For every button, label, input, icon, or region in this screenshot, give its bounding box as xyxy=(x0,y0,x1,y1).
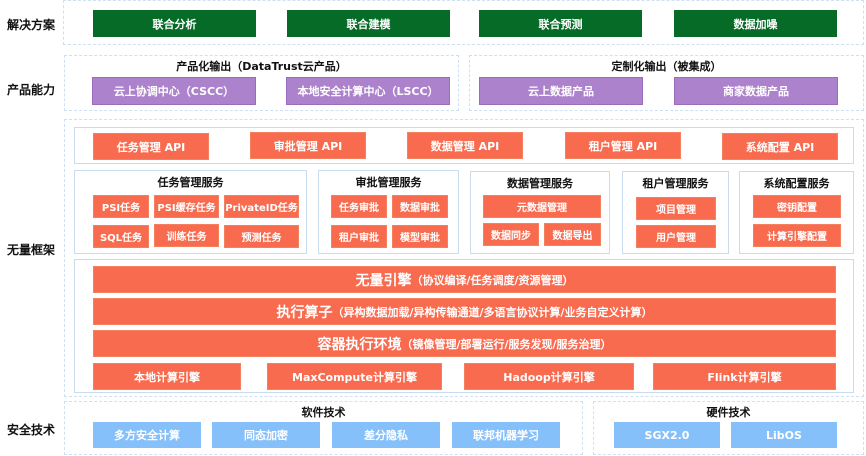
product-custom-title: 定制化输出（被集成） xyxy=(611,60,722,73)
data-export[interactable]: 数据导出 xyxy=(544,223,601,246)
product-merchant-data[interactable]: 商家数据产品 xyxy=(674,77,838,105)
layer-container-runtime-main: 容器执行环境 xyxy=(317,336,402,353)
software-mpc[interactable]: 多方安全计算 xyxy=(93,422,201,448)
approval-data[interactable]: 数据审批 xyxy=(392,195,448,218)
engine-maxcompute[interactable]: MaxCompute计算引擎 xyxy=(267,363,442,390)
approval-task[interactable]: 任务审批 xyxy=(331,195,387,218)
api-data[interactable]: 数据管理 API xyxy=(407,132,523,159)
row-label-framework: 无量框架 xyxy=(6,243,55,257)
task-service-title: 任务管理服务 xyxy=(157,176,224,189)
product-cloud-data[interactable]: 云上数据产品 xyxy=(479,77,643,105)
task-private-id[interactable]: PrivateID任务 xyxy=(224,195,299,218)
engine-hadoop[interactable]: Hadoop计算引擎 xyxy=(464,363,634,390)
api-config[interactable]: 系统配置 API xyxy=(722,133,838,160)
hardware-title: 硬件技术 xyxy=(706,406,751,419)
api-task[interactable]: 任务管理 API xyxy=(93,133,209,160)
row-label-product: 产品能力 xyxy=(6,83,55,97)
software-differential-privacy[interactable]: 差分隐私 xyxy=(332,422,440,448)
tenant-service-title: 租户管理服务 xyxy=(642,177,709,190)
software-homomorphic[interactable]: 同态加密 xyxy=(212,422,320,448)
product-lscc[interactable]: 本地安全计算中心（LSCC） xyxy=(286,77,450,105)
data-metadata[interactable]: 元数据管理 xyxy=(483,195,601,218)
approval-service-title: 审批管理服务 xyxy=(355,176,422,189)
layer-operators-sub: （异构数据加载/异构传输通道/多语言协议计算/业务自定义计算） xyxy=(332,305,653,319)
task-training[interactable]: 训练任务 xyxy=(154,224,219,247)
task-prediction[interactable]: 预测任务 xyxy=(224,225,299,248)
task-sql[interactable]: SQL任务 xyxy=(93,225,149,248)
approval-tenant[interactable]: 租户审批 xyxy=(331,225,387,248)
solution-federated-prediction[interactable]: 联合预测 xyxy=(479,10,642,37)
task-psi[interactable]: PSI任务 xyxy=(93,195,149,218)
row-label-solutions: 解决方案 xyxy=(6,18,55,32)
layer-wuliang-engine[interactable]: 无量引擎（协议编译/任务调度/资源管理） xyxy=(93,266,836,293)
product-cscc[interactable]: 云上协调中心（CSCC） xyxy=(92,77,256,105)
layer-wuliang-engine-main: 无量引擎 xyxy=(355,272,412,289)
api-tenant[interactable]: 租户管理 API xyxy=(565,132,681,159)
layer-operators[interactable]: 执行算子（异构数据加载/异构传输通道/多语言协议计算/业务自定义计算） xyxy=(93,298,836,325)
solution-data-noise[interactable]: 数据加噪 xyxy=(674,10,837,37)
hardware-sgx[interactable]: SGX2.0 xyxy=(614,422,720,448)
product-standard-title: 产品化输出（DataTrust云产品） xyxy=(176,60,347,73)
data-sync[interactable]: 数据同步 xyxy=(483,223,539,246)
row-label-security: 安全技术 xyxy=(6,423,55,437)
data-service-title: 数据管理服务 xyxy=(507,177,573,190)
api-approval[interactable]: 审批管理 API xyxy=(250,132,366,159)
engine-flink[interactable]: Flink计算引擎 xyxy=(653,363,836,390)
solution-federated-analysis[interactable]: 联合分析 xyxy=(93,10,256,37)
layer-container-runtime-sub: （镜像管理/部署运行/服务发现/服务治理） xyxy=(401,337,612,351)
config-key[interactable]: 密钥配置 xyxy=(753,195,841,218)
tenant-user[interactable]: 用户管理 xyxy=(636,225,716,248)
software-title: 软件技术 xyxy=(301,406,346,419)
hardware-libos[interactable]: LibOS xyxy=(731,422,837,448)
task-psi-cache[interactable]: PSI缓存任务 xyxy=(154,195,219,218)
engine-local[interactable]: 本地计算引擎 xyxy=(93,363,241,390)
layer-container-runtime[interactable]: 容器执行环境（镜像管理/部署运行/服务发现/服务治理） xyxy=(93,330,836,357)
layer-wuliang-engine-sub: （协议编译/任务调度/资源管理） xyxy=(411,273,574,287)
config-engine[interactable]: 计算引擎配置 xyxy=(753,224,841,247)
solution-federated-modeling[interactable]: 联合建模 xyxy=(287,10,450,37)
software-federated-learning[interactable]: 联邦机器学习 xyxy=(452,422,560,448)
layer-operators-main: 执行算子 xyxy=(276,304,333,321)
approval-model[interactable]: 模型审批 xyxy=(392,225,448,248)
config-service-title: 系统配置服务 xyxy=(763,177,830,190)
tenant-project[interactable]: 项目管理 xyxy=(636,197,716,220)
